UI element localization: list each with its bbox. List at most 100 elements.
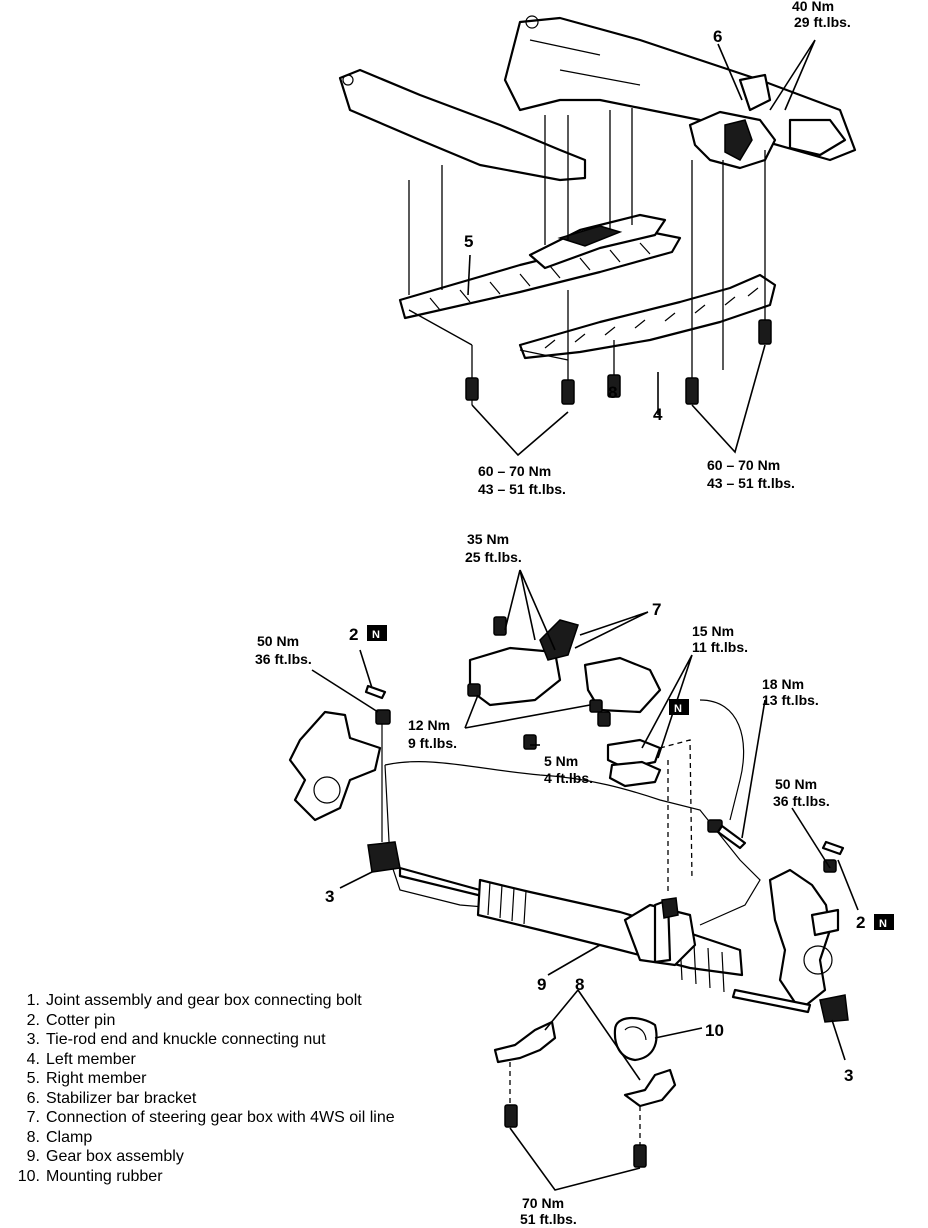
parts-legend: 1. Joint assembly and gear box connecting… <box>6 991 436 1186</box>
legend-item: 2. Cotter pin <box>6 1011 436 1031</box>
svg-text:60 – 70 Nm: 60 – 70 Nm <box>478 463 551 479</box>
torque-upper-clamp: 15 Nm 11 ft.lbs. <box>692 623 748 655</box>
right-knuckle <box>768 868 840 1012</box>
tie-rods <box>398 866 849 1023</box>
left-member <box>518 273 777 360</box>
body-floor-panel <box>338 15 857 182</box>
legend-item-number: 9. <box>26 1148 40 1165</box>
callout-7: 7 <box>652 600 661 619</box>
legend-item: 5. Right member <box>6 1069 436 1089</box>
svg-text:N: N <box>372 629 380 641</box>
callout-2-left: 2 <box>349 625 358 644</box>
svg-text:11 ft.lbs.: 11 ft.lbs. <box>692 639 748 655</box>
legend-item-number: 6. <box>26 1089 40 1107</box>
svg-text:40 Nm: 40 Nm <box>792 0 834 14</box>
svg-text:50 Nm: 50 Nm <box>257 633 299 649</box>
svg-text:25 ft.lbs.: 25 ft.lbs. <box>465 549 522 565</box>
legend-item: 9. Gear box assembly <box>6 1147 436 1167</box>
legend-item-text: Connection of steering gear box with 4WS… <box>46 1109 395 1126</box>
svg-text:51 ft.lbs.: 51 ft.lbs. <box>520 1211 577 1227</box>
torque-bottom-clamp: 70 Nm 51 ft.lbs. <box>520 1195 577 1227</box>
legend-item-text: Stabilizer bar bracket <box>46 1089 197 1107</box>
legend-item-number: 7. <box>26 1109 40 1126</box>
svg-text:4 ft.lbs.: 4 ft.lbs. <box>544 770 593 786</box>
legend-item-number: 10. <box>17 1167 40 1185</box>
callout-4: 4 <box>653 405 663 424</box>
torque-small-bolt: 5 Nm 4 ft.lbs. <box>544 753 593 786</box>
legend-item: 7. Connection of steering gear box with 4… <box>6 1108 436 1128</box>
svg-text:43 – 51 ft.lbs.: 43 – 51 ft.lbs. <box>478 481 566 497</box>
legend-item-number: 3. <box>26 1031 40 1048</box>
legend-item-text: Mounting rubber <box>46 1167 163 1185</box>
upper-leaders <box>467 39 816 457</box>
legend-item-number: 1. <box>26 992 40 1009</box>
legend-item-text: Gear box assembly <box>46 1148 184 1165</box>
torque-cotter-left: 50 Nm 36 ft.lbs. <box>255 633 312 667</box>
legend-item-text: Joint assembly and gear box connecting b… <box>46 992 362 1009</box>
callout-8-bracket: 8 <box>608 383 617 402</box>
bolt-right-2 <box>758 319 772 345</box>
svg-text:50 Nm: 50 Nm <box>775 776 817 792</box>
torque-right-member: 60 – 70 Nm 43 – 51 ft.lbs. <box>707 457 795 491</box>
torque-stabilizer-bracket: 40 Nm 29 ft.lbs. <box>792 0 851 30</box>
callout-8-clamp: 8 <box>575 975 584 994</box>
new-part-marker-clamp: N <box>669 699 689 715</box>
legend-item-number: 2. <box>26 1011 40 1029</box>
svg-text:18 Nm: 18 Nm <box>762 676 804 692</box>
mounting-drop-lines <box>408 108 766 385</box>
legend-item-number: 4. <box>26 1050 40 1068</box>
svg-text:70 Nm: 70 Nm <box>522 1195 564 1211</box>
legend-item: 3. Tie-rod end and knuckle connecting nut <box>6 1030 436 1050</box>
legend-item-text: Cotter pin <box>46 1011 116 1029</box>
legend-item-number: 5. <box>26 1070 40 1087</box>
svg-text:60 – 70 Nm: 60 – 70 Nm <box>707 457 780 473</box>
legend-item: 1. Joint assembly and gear box connecting… <box>6 991 436 1011</box>
oil-line-fittings <box>467 616 662 750</box>
legend-item: 10. Mounting rubber <box>6 1167 436 1187</box>
bolt-center <box>607 374 621 398</box>
torque-oil-line: 35 Nm 25 ft.lbs. <box>465 531 522 565</box>
svg-text:5 Nm: 5 Nm <box>544 753 578 769</box>
legend-item-number: 8. <box>26 1128 40 1146</box>
callout-5: 5 <box>464 232 473 251</box>
legend-item-text: Left member <box>46 1050 136 1068</box>
callout-3-left: 3 <box>325 887 334 906</box>
torque-left-member: 60 – 70 Nm 43 – 51 ft.lbs. <box>478 463 566 497</box>
legend-item-text: Tie-rod end and knuckle connecting nut <box>46 1031 326 1048</box>
legend-item: 4. Left member <box>6 1050 436 1070</box>
legend-item-text: Right member <box>46 1070 147 1087</box>
svg-text:35 Nm: 35 Nm <box>467 531 509 547</box>
callout-9: 9 <box>537 975 546 994</box>
bolt-left-2 <box>561 379 575 405</box>
svg-text:N: N <box>674 703 682 715</box>
left-knuckle <box>288 710 401 873</box>
callout-3-right: 3 <box>844 1066 853 1085</box>
stabilizer-bar-bracket <box>688 73 847 170</box>
svg-text:36 ft.lbs.: 36 ft.lbs. <box>255 651 312 667</box>
new-part-marker-right: N <box>874 914 894 930</box>
torque-gearbox-mount: 12 Nm 9 ft.lbs. <box>408 717 457 751</box>
svg-text:43 – 51 ft.lbs.: 43 – 51 ft.lbs. <box>707 475 795 491</box>
callout-2-right: 2 <box>856 913 865 932</box>
torque-cotter-right: 50 Nm 36 ft.lbs. <box>773 776 830 809</box>
svg-text:29 ft.lbs.: 29 ft.lbs. <box>794 14 851 30</box>
new-part-marker-left: N <box>367 625 387 641</box>
callout-10: 10 <box>705 1021 724 1040</box>
legend-item: 6. Stabilizer bar bracket <box>6 1089 436 1109</box>
svg-text:N: N <box>879 918 887 930</box>
bolt-right-1 <box>685 377 699 405</box>
svg-text:9 ft.lbs.: 9 ft.lbs. <box>408 735 457 751</box>
svg-text:36 ft.lbs.: 36 ft.lbs. <box>773 793 830 809</box>
callout-6: 6 <box>713 27 722 46</box>
right-member <box>398 213 682 320</box>
legend-item-text: Clamp <box>46 1128 93 1146</box>
svg-text:15 Nm: 15 Nm <box>692 623 734 639</box>
torque-joint-bolt: 18 Nm 13 ft.lbs. <box>762 676 819 708</box>
member-bolts <box>465 319 772 405</box>
lower-leaders <box>311 569 859 1191</box>
svg-text:12 Nm: 12 Nm <box>408 717 450 733</box>
upper-clamp <box>606 738 693 895</box>
gearbox-housing-outline <box>384 699 761 926</box>
gear-box-assembly <box>476 878 744 993</box>
legend-item: 8. Clamp <box>6 1128 436 1148</box>
